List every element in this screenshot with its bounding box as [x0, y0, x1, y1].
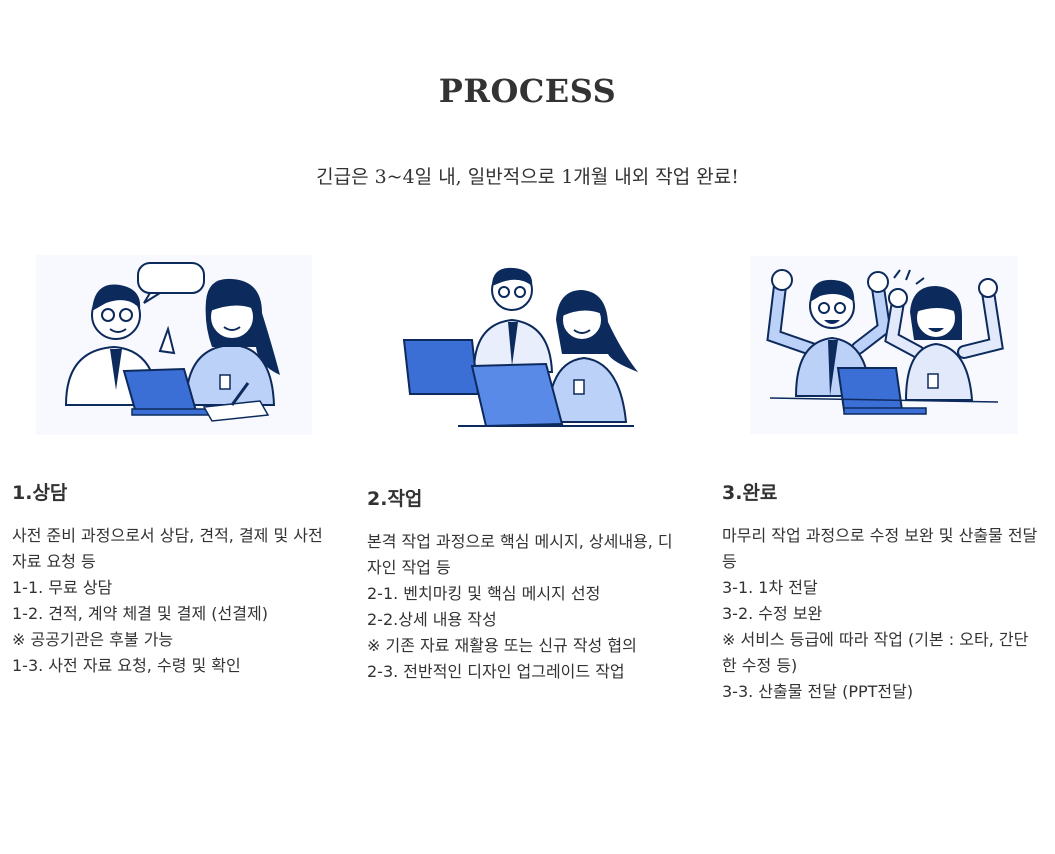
step-item: 3-1. 1차 전달 [722, 578, 818, 597]
step-item: 1-2. 견적, 계약 체결 및 결제 (선결제) [12, 604, 268, 623]
step-title: 1.상담 [12, 482, 68, 504]
step-note: ※ 기존 자료 재활용 또는 신규 작성 협의 [367, 636, 637, 655]
step-item: 2-2.상세 내용 작성 [367, 610, 497, 629]
step-description: 사전 준비 과정으로서 상담, 견적, 결제 및 사전 자료 요청 등 [12, 526, 323, 571]
step-note: ※ 서비스 등급에 따라 작업 (기본 : 오타, 간단한 수정 등) [722, 630, 1029, 675]
step-item: 2-1. 벤치마킹 및 핵심 메시지 선정 [367, 584, 601, 603]
step-work: 2.작업 본격 작업 과정으로 핵심 메시지, 상세내용, 디자인 작업 등 2… [367, 484, 687, 685]
consultation-illustration [36, 255, 312, 435]
step-description: 마무리 작업 과정으로 수정 보완 및 산출물 전달 등 [722, 526, 1038, 571]
step-description: 본격 작업 과정으로 핵심 메시지, 상세내용, 디자인 작업 등 [367, 532, 673, 577]
page-title: PROCESS [438, 72, 617, 110]
step-item: 3-3. 산출물 전달 (PPT전달) [722, 682, 914, 701]
step-item: 3-2. 수정 보완 [722, 604, 823, 623]
step-item: 1-3. 사전 자료 요청, 수령 및 확인 [12, 656, 241, 675]
step-complete: 3.완료 마무리 작업 과정으로 수정 보완 및 산출물 전달 등 3-1. 1… [722, 478, 1042, 705]
step-item: 1-1. 무료 상담 [12, 578, 113, 597]
page-subtitle: 긴급은 3~4일 내, 일반적으로 1개월 내외 작업 완료! [316, 166, 739, 188]
step-note: ※ 공공기관은 후불 가능 [12, 630, 174, 649]
step-title: 2.작업 [367, 488, 423, 510]
step-title: 3.완료 [722, 482, 778, 504]
step-consultation: 1.상담 사전 준비 과정으로서 상담, 견적, 결제 및 사전 자료 요청 등… [12, 478, 332, 679]
step-item: 2-3. 전반적인 디자인 업그레이드 작업 [367, 662, 625, 681]
work-illustration [398, 262, 644, 428]
celebration-illustration [750, 256, 1018, 434]
